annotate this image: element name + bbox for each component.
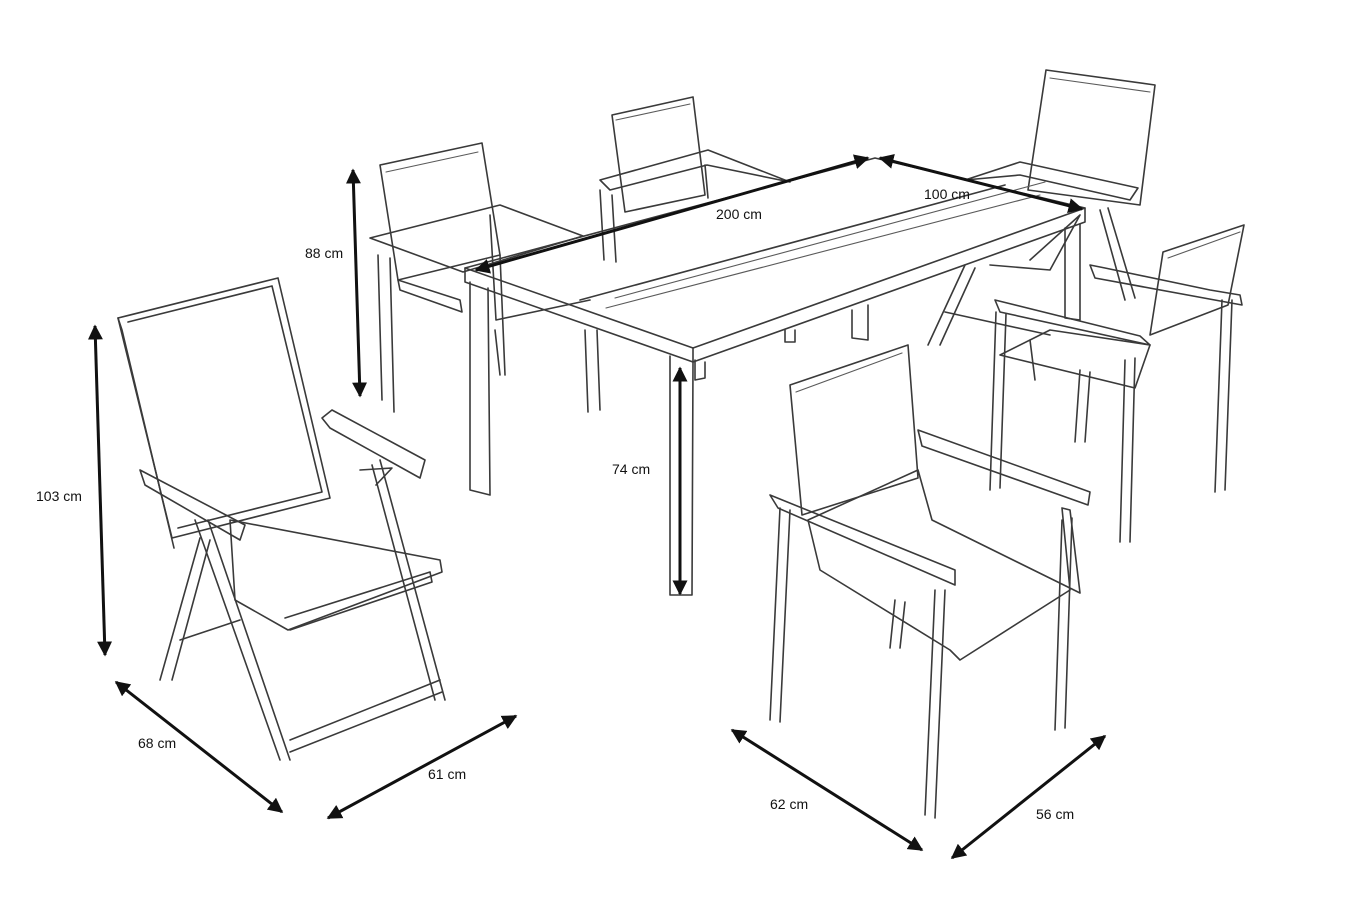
dining-table — [464, 157, 1086, 596]
dimension-arrows — [87, 154, 1107, 860]
label-folding-chair-depth: 68 cm — [138, 735, 177, 751]
label-stacking-chair-depth: 62 cm — [770, 796, 809, 812]
folding-chair-front-left — [117, 277, 446, 761]
label-table-width: 100 cm — [924, 186, 970, 202]
label-table-height: 74 cm — [612, 461, 651, 477]
stacking-chair-right — [989, 224, 1245, 543]
label-folding-chair-height: 103 cm — [36, 488, 82, 504]
label-stacking-chair-height: 88 cm — [305, 245, 344, 261]
label-folding-chair-width: 61 cm — [428, 766, 467, 782]
label-stacking-chair-width: 56 cm — [1036, 806, 1075, 822]
label-table-length: 200 cm — [716, 206, 762, 222]
stacking-chair-front-right — [769, 344, 1091, 819]
stacking-chair-back-middle — [599, 96, 791, 263]
stacking-chair-back-left — [369, 142, 601, 413]
